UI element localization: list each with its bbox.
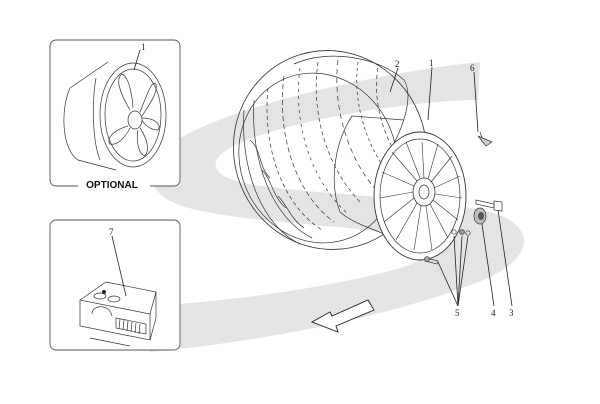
callout-small-parts: 5 — [455, 308, 460, 318]
optional-wheel — [63, 61, 167, 171]
tyre-inflator-compressor — [79, 281, 157, 347]
wheel-bolt — [475, 199, 503, 212]
watermark-swoosh — [146, 62, 525, 352]
optional-wheel-box: OPTIONAL — [49, 39, 181, 192]
callout-wheel-rim: 1 — [429, 58, 434, 68]
callout-cap: 4 — [491, 308, 496, 318]
small-parts — [424, 229, 471, 265]
direction-arrow — [310, 299, 375, 333]
callout-tyre: 2 — [395, 59, 400, 69]
compressor-box — [49, 219, 181, 351]
callout-optional-wheel: 1 — [141, 42, 146, 52]
optional-label: OPTIONAL — [86, 180, 138, 191]
tyre — [233, 50, 427, 250]
callout-compressor: 7 — [109, 227, 114, 237]
valve — [477, 131, 493, 147]
callout-bolt: 3 — [509, 308, 514, 318]
wheel-rim — [333, 115, 467, 261]
callout-valve: 6 — [470, 63, 475, 73]
center-cap — [473, 207, 487, 225]
